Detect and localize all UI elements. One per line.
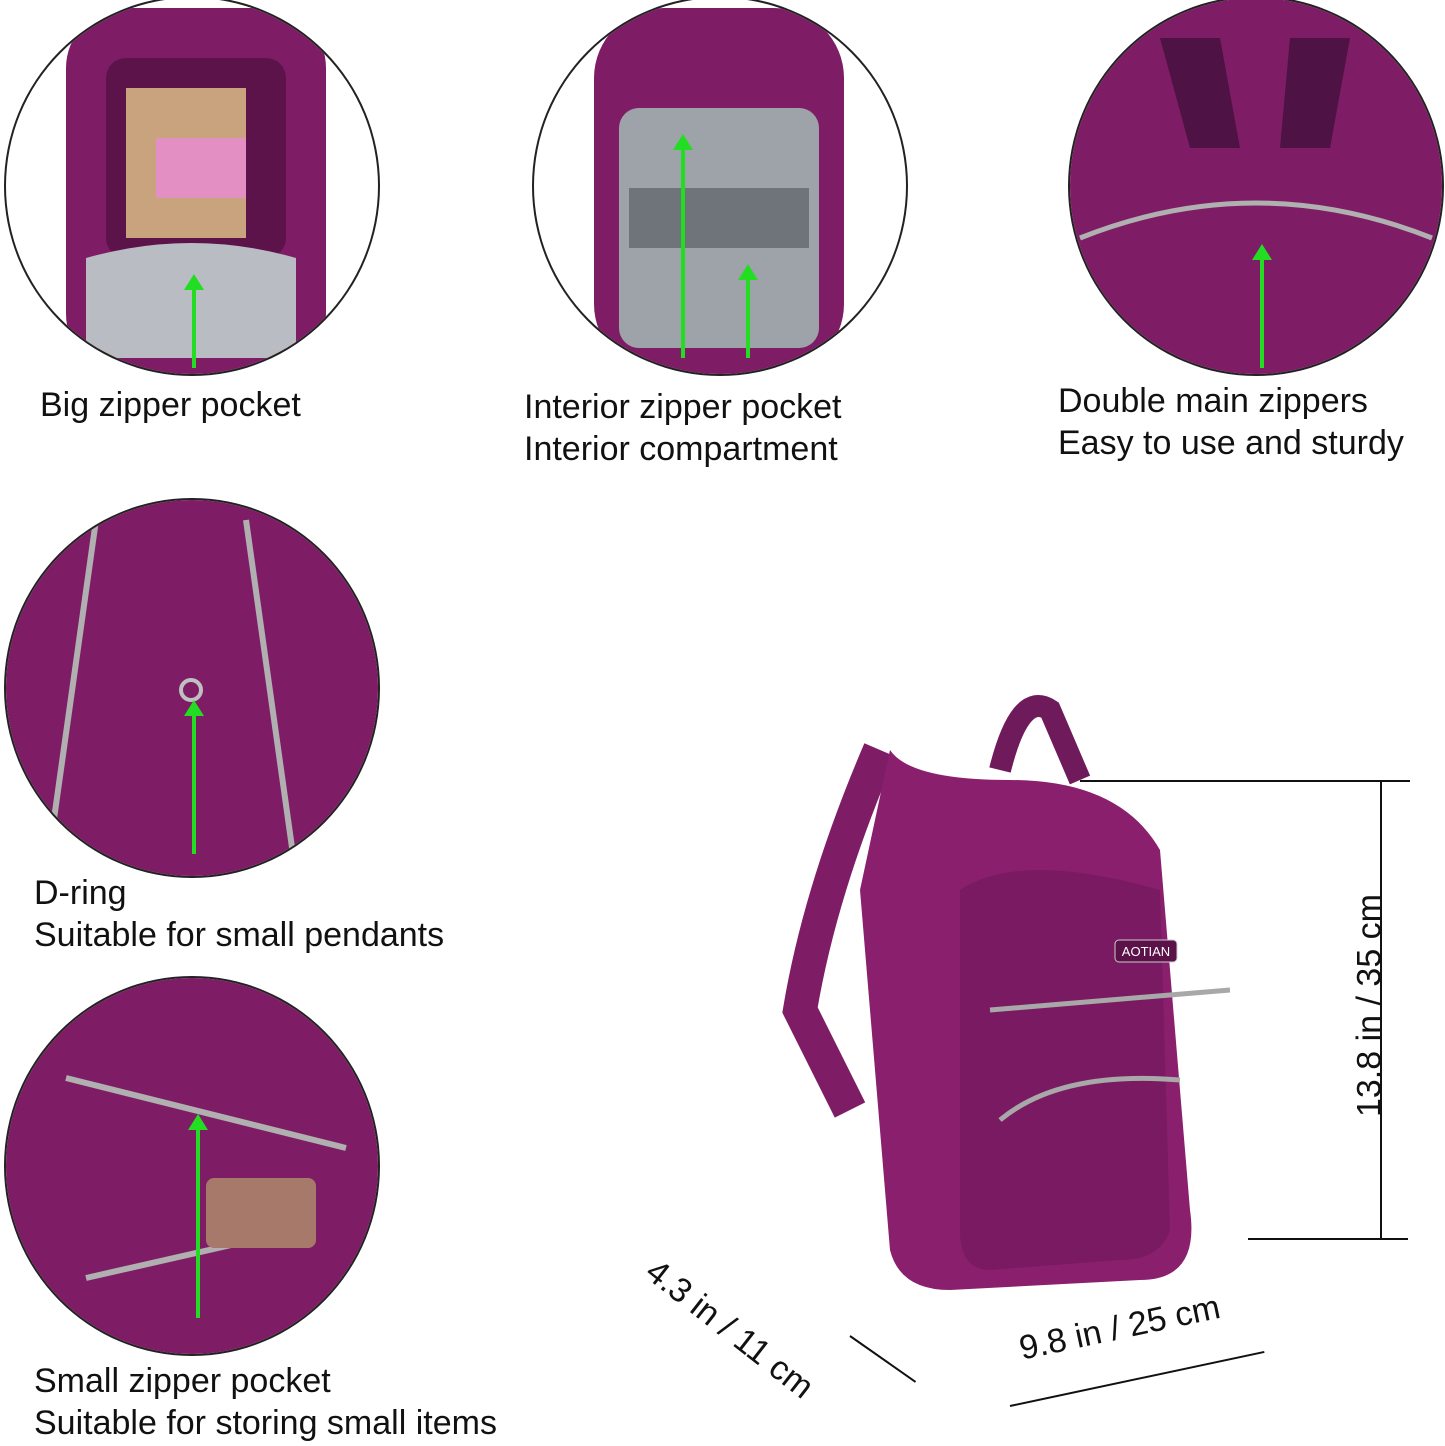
pointer-arrow-icon [184,700,204,854]
feature-photo-interior [532,0,908,376]
caption-interior: Interior zipper pocket Interior compartm… [524,388,842,468]
height-top-line [1080,780,1410,782]
backpack-small-pocket-illustration [6,978,378,1354]
backpack-top-zippers-illustration [1070,0,1442,374]
caption-d-ring: D-ring Suitable for small pendants [34,874,445,954]
backpack-interior-illustration [594,8,844,374]
pointer-arrow-icon [184,274,204,368]
caption-small-pocket: Small zipper pocket Suitable for storing… [34,1362,497,1442]
feature-photo-d-ring [4,498,380,878]
caption-big-zipper-pocket: Big zipper pocket [40,386,301,424]
backpack-product-illustration: AOTIAN [782,695,1231,1290]
feature-photo-big-zipper-pocket [4,0,380,376]
height-dimension-label: 13.8 in / 35 cm [1350,894,1389,1118]
backpack-open-pocket-illustration [66,8,326,374]
feature-photo-double-zippers [1068,0,1444,376]
svg-text:AOTIAN: AOTIAN [1122,944,1170,959]
pointer-arrow-icon [673,134,693,358]
feature-photo-small-pocket [4,976,380,1356]
pointer-arrow-icon [188,1114,208,1318]
height-bottom-line [1248,1238,1408,1240]
caption-double-zippers: Double main zippers Easy to use and stur… [1058,382,1404,462]
depth-dimension-line [849,1335,917,1383]
pointer-arrow-icon [1252,244,1272,368]
height-dimension-line [1380,780,1382,1240]
pointer-arrow-icon [738,264,758,358]
